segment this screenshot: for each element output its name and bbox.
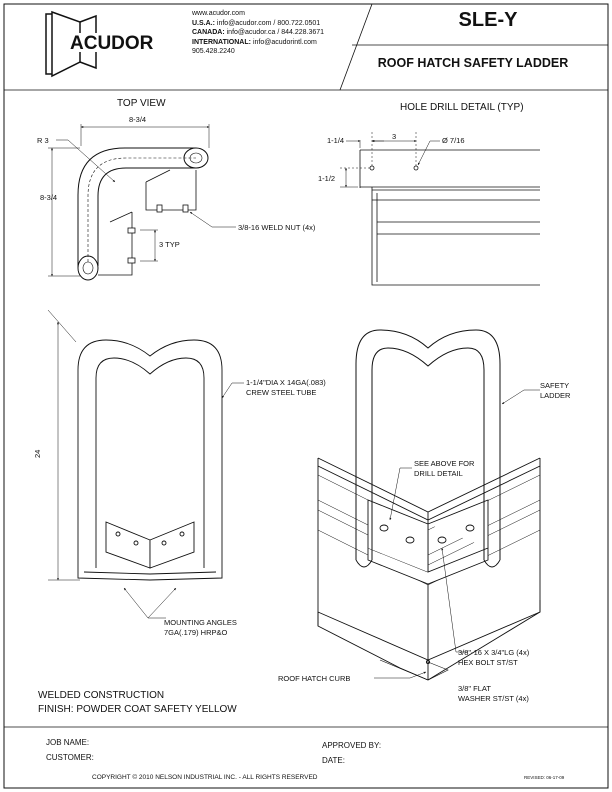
job-name-label: JOB NAME: bbox=[46, 738, 89, 747]
curb-callout: ROOF HATCH CURB bbox=[278, 674, 350, 683]
hole-vertical-dim: 1-1/2 bbox=[318, 174, 335, 183]
intl-contact: INTERNATIONAL: info@acudorintl.com bbox=[192, 38, 317, 46]
brand-name: ACUDOR bbox=[70, 33, 154, 54]
top-view-drawing bbox=[48, 124, 236, 281]
angles-callout-1: MOUNTING ANGLES bbox=[164, 618, 237, 627]
washer-callout-2: WASHER ST/ST (4x) bbox=[458, 694, 529, 703]
model-number: SLE-Y bbox=[458, 9, 518, 31]
bolt-callout-2: HEX BOLT ST/ST bbox=[458, 658, 518, 667]
weld-nut-callout: 3/8-16 WELD NUT (4x) bbox=[238, 223, 316, 232]
see-callout-1: SEE ABOVE FOR bbox=[414, 459, 475, 468]
safety-callout-2: LADDER bbox=[540, 391, 571, 400]
typ-dim: 3 TYP bbox=[159, 240, 180, 249]
title-block-frame bbox=[3, 3, 609, 789]
top-view-title: TOP VIEW bbox=[117, 98, 166, 109]
see-callout-2: DRILL DETAIL bbox=[414, 469, 463, 478]
hole-spacing-dim: 3 bbox=[392, 132, 396, 141]
hole-detail-drawing bbox=[340, 132, 540, 286]
washer-callout-1: 3/8" FLAT bbox=[458, 684, 491, 693]
approved-label: APPROVED BY: bbox=[322, 741, 381, 750]
revised-text: REVISED: 06-17-09 bbox=[524, 775, 565, 780]
radius-dim: R 3 bbox=[37, 136, 49, 145]
date-label: DATE: bbox=[322, 756, 345, 765]
finish-note: FINISH: POWDER COAT SAFETY YELLOW bbox=[38, 704, 237, 715]
product-name: ROOF HATCH SAFETY LADDER bbox=[377, 56, 569, 70]
construction-note: WELDED CONSTRUCTION bbox=[38, 690, 164, 701]
acudor-logo: ACUDOR bbox=[45, 10, 160, 78]
safety-callout-1: SAFETY bbox=[540, 381, 569, 390]
copyright-text: COPYRIGHT © 2010 NELSON INDUSTRIAL INC. … bbox=[92, 773, 318, 781]
front-view-drawing bbox=[47, 309, 244, 619]
hole-dia-dim: Ø 7/16 bbox=[442, 136, 465, 145]
tube-callout-1: 1-1/4"DIA X 14GA(.083) bbox=[246, 378, 326, 387]
canada-contact: CANADA: info@acudor.ca / 844.228.3671 bbox=[192, 29, 325, 36]
top-width-dim: 8-3/4 bbox=[129, 115, 146, 124]
height-dim: 24 bbox=[33, 450, 42, 458]
usa-contact: U.S.A.: info@acudor.com / 800.722.0501 bbox=[192, 19, 321, 27]
angles-callout-2: 7GA(.179) HRP&O bbox=[164, 628, 228, 637]
contact-block: www.acudor.com U.S.A.: info@acudor.com /… bbox=[192, 10, 324, 58]
customer-label: CUSTOMER: bbox=[46, 753, 94, 762]
tube-callout-2: CREW STEEL TUBE bbox=[246, 388, 316, 397]
bolt-callout-1: 3/8"-16 X 3/4"LG (4x) bbox=[458, 648, 530, 657]
install-view-drawing bbox=[317, 329, 541, 681]
hole-offset-dim: 1-1/4 bbox=[327, 136, 344, 145]
website-text: www.acudor.com bbox=[192, 10, 245, 17]
intl-phone: 905.428.2240 bbox=[192, 48, 235, 55]
top-height-dim: 8-3/4 bbox=[40, 193, 57, 202]
hole-detail-title: HOLE DRILL DETAIL (TYP) bbox=[400, 102, 524, 113]
